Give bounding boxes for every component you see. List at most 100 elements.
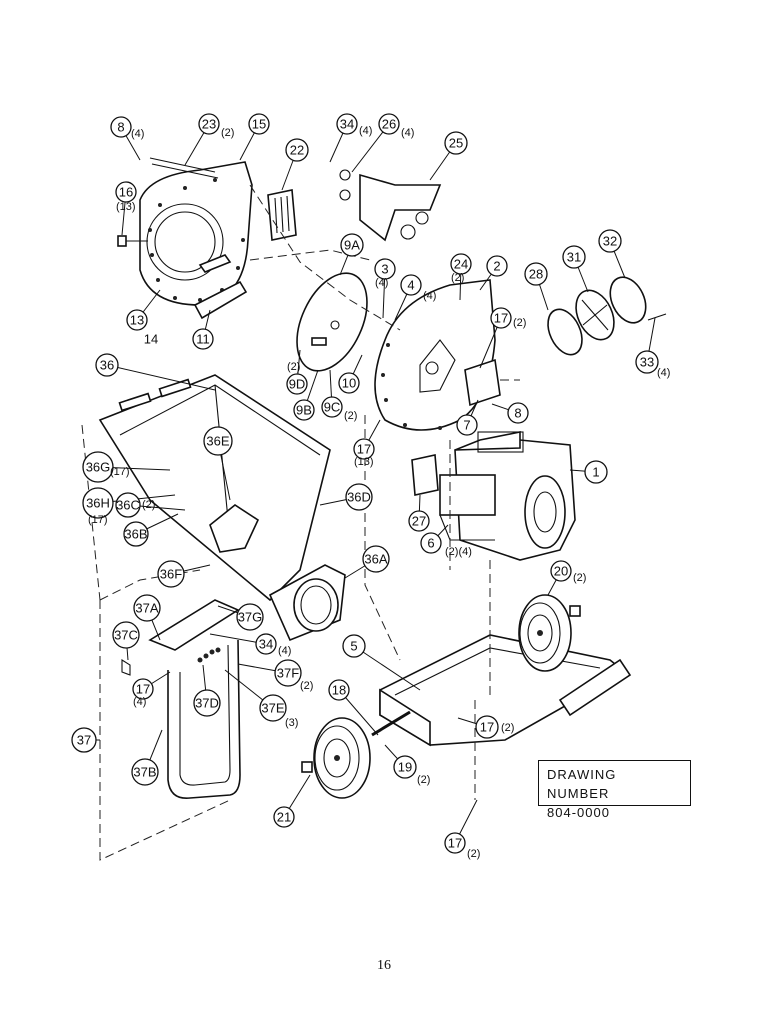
callout-circle <box>236 603 264 631</box>
callout-circle <box>408 510 430 532</box>
callout-17: 17(13) <box>353 419 381 468</box>
callout-number: 21 <box>277 810 291 825</box>
callout-circle <box>507 402 529 424</box>
callout-number: 13 <box>130 313 144 328</box>
callout-21: 21 <box>273 774 311 828</box>
callout-14: 14 <box>144 332 158 347</box>
callout-circle <box>635 350 659 374</box>
callout-31: 31 <box>562 245 589 293</box>
callout-circle <box>321 396 343 418</box>
callout-10: 10 <box>338 354 363 394</box>
callout-37d: 37D <box>193 664 221 717</box>
callout-quantity: (2) <box>573 572 586 584</box>
callout-17: 17(2) <box>479 307 526 369</box>
callout-24: 24(2) <box>450 253 472 301</box>
callout-number: 7 <box>463 418 470 433</box>
callout-36f: 36F <box>157 560 211 588</box>
callout-quantity: (2)(4) <box>445 546 472 558</box>
callout-36h: 36H (17) <box>82 487 176 526</box>
callout-9a: 9A <box>339 233 364 276</box>
callout-number: 37 <box>77 733 91 748</box>
callout-circle <box>95 353 119 377</box>
callout-2: 2 <box>479 255 508 291</box>
callout-36b: 36B <box>123 513 179 547</box>
callout-number: 37D <box>195 696 219 711</box>
callout-circle <box>193 689 221 717</box>
callout-circle <box>524 262 548 286</box>
impeller-disc <box>296 272 368 372</box>
callout-quantity: (17) <box>88 514 108 526</box>
screen-part <box>267 189 297 241</box>
hopper <box>98 374 331 602</box>
callout-number: 36A <box>364 552 387 567</box>
callout-36e: 36E <box>203 426 233 501</box>
callout-number: 24 <box>454 257 468 272</box>
callout-number: 37F <box>277 666 299 681</box>
callout-5: 5 <box>342 634 421 691</box>
callout-number: 14 <box>144 332 158 347</box>
callout-circle <box>362 545 390 573</box>
callout-quantity: (13) <box>354 456 374 468</box>
callout-36g: 36G(17) <box>82 451 171 483</box>
callout-quantity: (2) <box>221 127 234 139</box>
callout-17: 17 (2) <box>444 799 480 860</box>
callout-circle <box>255 633 277 655</box>
callout-circle <box>157 560 185 588</box>
callout-number: 17 <box>357 442 371 457</box>
callout-circle <box>71 727 97 753</box>
callout-quantity: (4) <box>401 127 414 139</box>
callout-36: 36 <box>95 353 216 391</box>
callout-circle <box>82 451 114 483</box>
callout-25: 25 <box>429 131 468 181</box>
callout-circle <box>133 594 161 622</box>
handle <box>121 599 241 799</box>
callout-quantity: (2) <box>451 272 464 284</box>
callout-quantity: (2) <box>467 848 480 860</box>
callout-quantity: (2) <box>344 410 357 422</box>
callout-9b: 9B <box>293 369 319 421</box>
callout-circle <box>248 113 270 135</box>
callout-circle <box>274 659 302 687</box>
callout-circle <box>584 460 608 484</box>
callout-quantity: (4) <box>657 367 670 379</box>
callout-number: 15 <box>252 117 266 132</box>
callout-leader <box>353 645 421 691</box>
callout-circle <box>490 307 512 329</box>
callout-28: 28 <box>524 262 549 311</box>
callout-number: 36E <box>206 434 229 449</box>
page-number: 16 <box>377 958 391 973</box>
blower-housing <box>374 279 496 431</box>
callout-number: 18 <box>332 683 346 698</box>
callout-circle <box>342 634 366 658</box>
callout-26: 26 (4) <box>351 113 414 173</box>
callout-number: 9A <box>344 238 360 253</box>
callout-37: 37 <box>71 727 100 753</box>
callout-27: 27 <box>408 494 430 532</box>
callout-quantity: (4) <box>131 128 144 140</box>
callout-circle <box>444 131 468 155</box>
callout-circle <box>598 229 622 253</box>
callout-number: 36 <box>100 358 114 373</box>
callout-number: 36D <box>347 490 371 505</box>
callout-number: 37C <box>114 628 138 643</box>
callout-17: 17(2) <box>457 715 514 739</box>
callout-circle <box>340 233 364 257</box>
callout-number: 26 <box>382 117 396 132</box>
callout-circle <box>192 328 214 350</box>
callout-36d: 36D <box>319 483 373 511</box>
callout-number: 36C <box>116 498 140 513</box>
callout-circle <box>550 560 572 582</box>
callout-quantity: (2) <box>142 499 155 511</box>
callout-37f: 37F(2) <box>237 659 313 692</box>
callout-circle <box>123 521 149 547</box>
callout-number: 36H <box>86 496 110 511</box>
callout-number: 23 <box>202 117 216 132</box>
callout-number: 20 <box>554 564 568 579</box>
callout-13: 13 <box>126 289 161 331</box>
callout-number: 17 <box>448 836 462 851</box>
callout-circle <box>420 532 442 554</box>
callout-quantity: (2) <box>417 774 430 786</box>
callout-circle <box>293 399 315 421</box>
callout-4: 4(4) <box>394 274 436 321</box>
